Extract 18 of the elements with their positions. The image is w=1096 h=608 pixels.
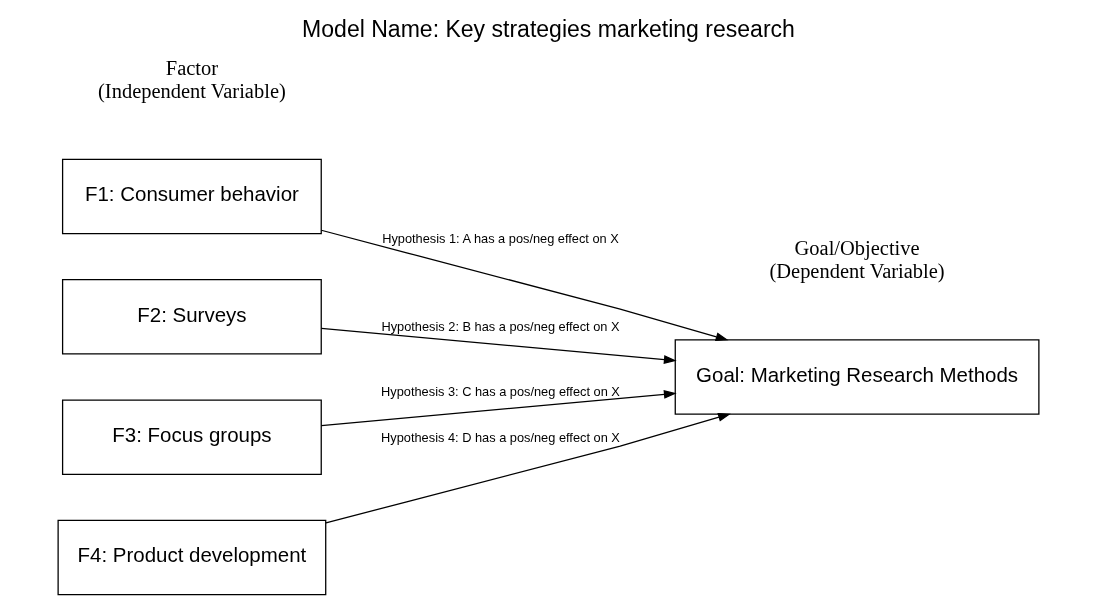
- node-box: F1: Consumer behavior: [61, 158, 322, 235]
- node-box: Goal: Marketing Research Methods: [674, 339, 1040, 415]
- node-box: F4: Product development: [57, 519, 326, 596]
- edge-label: Hypothesis 4: D has a pos/neg effect on X: [380, 430, 620, 446]
- arrow: [324, 412, 731, 524]
- edge-label: Hypothesis 1: A has a pos/neg effect on X: [381, 230, 619, 246]
- node-box: F3: Focus groups: [61, 399, 322, 475]
- label: (Dependent Variable): [768, 260, 945, 283]
- node-box: F2: Surveys: [61, 279, 322, 355]
- label: Goal/Objective: [794, 237, 920, 260]
- arrow: [320, 327, 677, 365]
- arrow: [320, 389, 677, 427]
- edge-label: Hypothesis 2: B has a pos/neg effect on X: [380, 318, 620, 334]
- label: (Independent Variable): [97, 79, 286, 102]
- diagram-title: Model Name: Key strategies marketing research: [301, 15, 795, 42]
- arrow: [320, 229, 728, 342]
- label: Factor: [165, 56, 218, 79]
- edge-label: Hypothesis 3: C has a pos/neg effect on X: [380, 384, 620, 400]
